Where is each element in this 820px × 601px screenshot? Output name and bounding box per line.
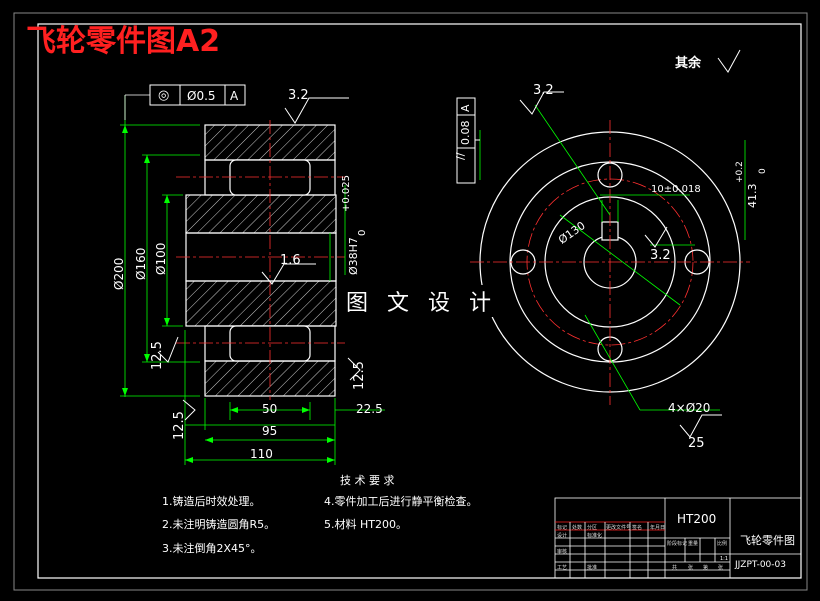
ra-side-key: 3.2	[650, 248, 671, 263]
dim-d160: Ø160	[134, 247, 148, 280]
tb-label-4: 签名	[632, 525, 643, 531]
tb-label-2: 分区	[587, 525, 598, 531]
tb-part-name: 飞轮零件图	[740, 534, 795, 547]
ra-side-holes: 25	[688, 436, 705, 451]
dim-bore: Ø38H7	[347, 237, 360, 275]
tech-req-1: 1.铸造后时效处理。	[162, 495, 261, 508]
watermark: 图 文 设 计	[340, 285, 503, 317]
dim-keyway-depth-tol-lower: 0	[758, 168, 768, 174]
ra-front-top: 3.2	[288, 88, 309, 103]
tb-material: HT200	[677, 512, 717, 526]
tech-req-3: 3.未注倒角2X45°。	[162, 542, 262, 555]
runout-symbol: ◎	[158, 88, 170, 103]
tech-req-2: 2.未注明铸造圆角R5。	[162, 518, 276, 531]
section-view	[176, 120, 345, 400]
tb-label-0: 标记	[557, 525, 568, 531]
tb-label-17: 张	[718, 565, 724, 571]
dim-d100: Ø100	[154, 242, 168, 275]
tb-label-5: 年月日	[650, 525, 666, 531]
tb-drawing-number: JJZPT-00-03	[735, 560, 786, 570]
tb-label-12: 工艺	[557, 565, 568, 571]
dim-bore-tol-upper: +0.025	[341, 174, 352, 212]
tb-label-15: 张	[688, 565, 694, 571]
front-dimensions	[120, 95, 385, 465]
runout-datum: A	[230, 89, 239, 103]
tb-label-6: 设计	[557, 533, 568, 539]
parallel-value: 0.08	[459, 120, 472, 146]
runout-frame	[149, 84, 246, 106]
tb-label-8: 阶段标记	[667, 541, 688, 547]
dim-d200: Ø200	[112, 257, 126, 290]
runout-leader	[124, 94, 150, 120]
title-block-grid	[554, 497, 802, 579]
hub-bottom	[185, 280, 337, 327]
ra-front-left: 12.5	[150, 341, 165, 370]
roughness-symbols-front	[157, 97, 361, 421]
dim-w50: 50	[262, 402, 278, 416]
ra-front-bore: 1.6	[280, 253, 301, 268]
outer-frame	[13, 12, 808, 591]
dim-w95: 95	[262, 424, 278, 438]
tb-label-11: 审核	[557, 549, 568, 555]
tb-label-14: 共	[672, 565, 678, 571]
dim-keyway-depth-tol: +0.2	[735, 161, 745, 183]
dim-arrows	[122, 125, 335, 463]
tb-label-10: 比例	[717, 541, 728, 547]
tech-req-4: 4.零件加工后进行静平衡检查。	[324, 495, 478, 508]
dim-w110: 110	[250, 447, 273, 461]
ra-side-top: 3.2	[533, 83, 554, 98]
dim-keyway-depth: 41.3	[746, 183, 759, 209]
tb-label-7: 标准化	[587, 533, 603, 539]
inner-frame	[37, 23, 802, 579]
tech-req-5: 5.材料 HT200。	[324, 518, 407, 531]
dim-keyway-width: 10±0.018	[651, 184, 701, 195]
tb-scale: 1:1	[720, 556, 729, 562]
parallel-datum: A	[459, 104, 472, 112]
tb-label-13: 批准	[587, 565, 598, 571]
dim-w22-5: 22.5	[356, 402, 383, 416]
side-dimensions	[479, 104, 746, 411]
tb-label-1: 处数	[572, 525, 583, 531]
parallel-frame	[456, 97, 480, 184]
other-surface-label: 其余	[675, 56, 702, 71]
parallel-symbol: //	[454, 152, 467, 160]
roughness-symbols-side	[519, 49, 741, 438]
side-view	[470, 120, 750, 405]
hub-top	[185, 194, 337, 234]
sheet-title: 飞轮零件图A2	[26, 24, 221, 59]
dim-bore-tol-lower: 0	[357, 229, 368, 236]
tech-req-heading: 技 术 要 求	[340, 474, 395, 487]
tb-label-9: 重量	[688, 541, 699, 547]
tb-label-3: 更改文件号	[606, 525, 632, 531]
tb-label-16: 第	[703, 565, 709, 571]
ra-front-bottom: 12.5	[172, 411, 187, 440]
runout-value: Ø0.5	[187, 89, 216, 103]
ra-front-right: 12.5	[352, 361, 367, 390]
dim-holes: 4×Ø20	[668, 401, 711, 415]
